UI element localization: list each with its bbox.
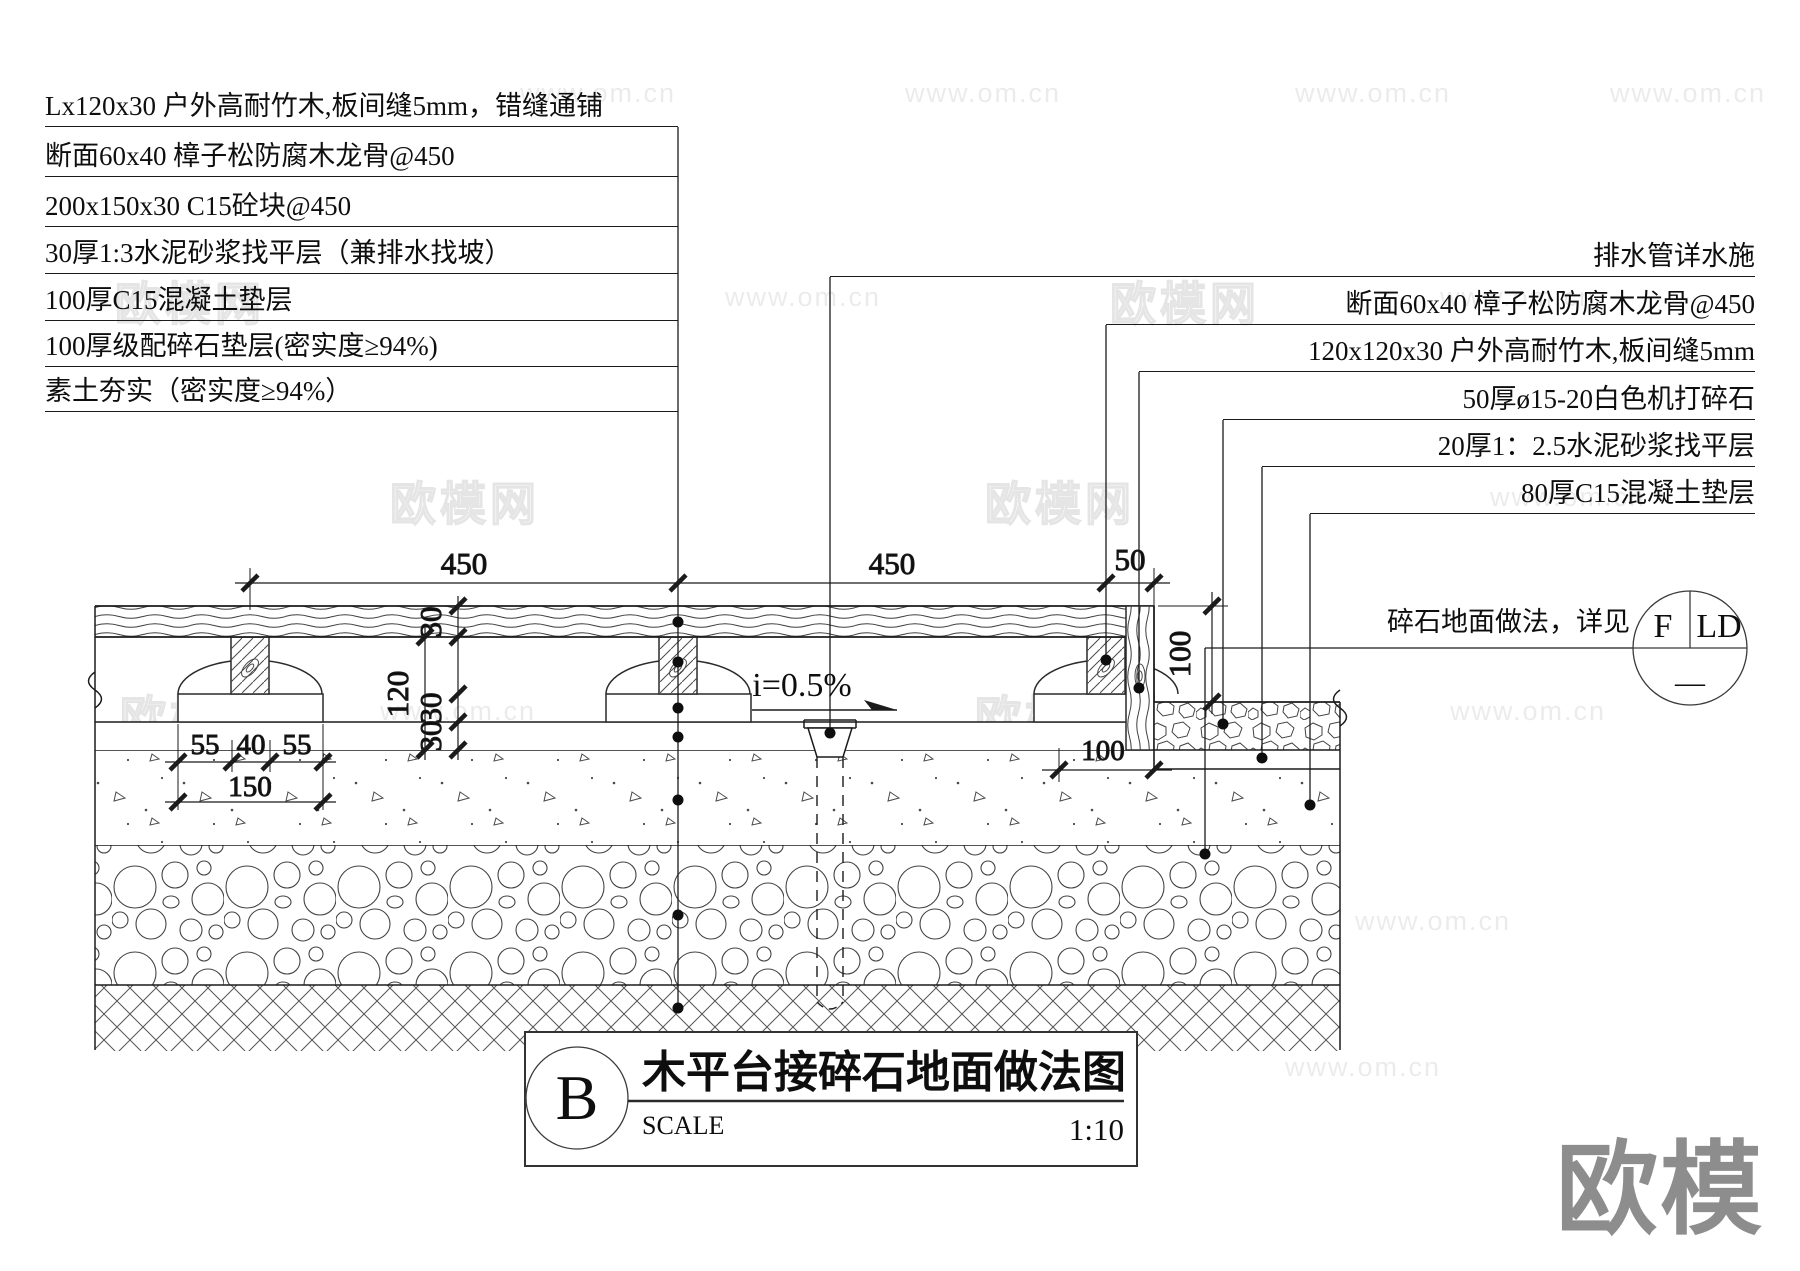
dim-30-board: 30 — [413, 607, 448, 638]
dim-100-drop: 100 — [1162, 631, 1197, 678]
gravel-base-layer — [95, 844, 1340, 986]
callout-concrete: 100厚C15混凝土垫层 — [45, 281, 678, 321]
title-block: B 木平台接碎石地面做法图 SCALE 1:10 — [524, 1031, 1138, 1167]
detail-mark-letter: B — [556, 1062, 599, 1133]
dim-40: 40 — [237, 729, 266, 761]
callout-pavement-concrete: 80厚C15混凝土垫层 — [1310, 474, 1755, 514]
dimension-edge-100: 100 — [1042, 735, 1172, 782]
break-mark — [1332, 689, 1348, 727]
dim-150: 150 — [228, 771, 272, 803]
callout-drain-pipe: 排水管详水施 — [830, 237, 1755, 277]
detail-ref-dash: — — [1674, 666, 1706, 699]
callout-screed: 30厚1:3水泥砂浆找平层（兼排水找坡） — [45, 234, 678, 274]
callout-fascia-board: 120x120x30 户外高耐竹木,板间缝5mm — [1139, 332, 1755, 372]
detail-ref-f: F — [1654, 608, 1673, 645]
callout-deck-board: Lx120x30 户外高耐竹木,板间缝5mm，错缝通铺 — [45, 87, 678, 127]
detail-ref-circle: F LD — — [1632, 590, 1748, 706]
dim-30-block: 30 — [413, 693, 448, 724]
callout-white-gravel: 50厚ø15-20白色机打碎石 — [1223, 380, 1755, 420]
fascia-board — [1125, 605, 1155, 751]
drawing-title: 木平台接碎石地面做法图 — [642, 1048, 1126, 1097]
detail-mark-circle — [525, 1046, 629, 1150]
slope-annotation: i=0.5% — [752, 667, 897, 711]
leader-lines — [677, 127, 1633, 1008]
dimension-thickness: 120 30 30 30 — [380, 596, 468, 760]
dim-120: 120 — [380, 671, 415, 718]
drain-pipe — [803, 719, 857, 1010]
deck-boards — [95, 605, 1154, 638]
callout-edge-joist: 断面60x40 樟子松防腐木龙骨@450 — [1106, 285, 1755, 325]
joist-section — [230, 636, 270, 695]
leader-dots — [672, 616, 1316, 1014]
dimension-drop-100: 100 — [1158, 592, 1228, 714]
dimension-block: 55 40 55 150 — [165, 724, 336, 812]
callout-compacted-soil: 素土夯实（密实度≥94%） — [45, 372, 678, 412]
callout-joist: 断面60x40 樟子松防腐木龙骨@450 — [45, 137, 678, 177]
callout-gravel-detail-ref: 碎石地面做法，详见 — [1387, 606, 1630, 637]
callout-block: 200x150x30 C15砼块@450 — [45, 187, 678, 227]
dim-55a: 55 — [191, 729, 220, 761]
dim-30-screed: 30 — [413, 721, 448, 752]
dim-span-a: 450 — [441, 546, 488, 581]
callout-gravel-base: 100厚级配碎石垫层(密实度≥94%) — [45, 327, 678, 367]
callout-pavement-screed: 20厚1：2.5水泥砂浆找平层 — [1262, 427, 1755, 467]
detail-ref-ld: LD — [1696, 608, 1741, 645]
scale-label: SCALE — [642, 1111, 724, 1140]
screed-layer — [95, 721, 1154, 750]
brand-logo: 欧模网 — [1556, 1133, 1764, 1247]
scale-value: 1:10 — [1069, 1112, 1124, 1147]
dim-55b: 55 — [283, 729, 312, 761]
dimension-top-spans: 450 450 50 — [235, 542, 1170, 610]
dim-100-edge: 100 — [1081, 735, 1125, 767]
slope-arrow-icon — [864, 700, 897, 710]
dim-span-b: 450 — [869, 546, 916, 581]
section-edge-lines — [87, 606, 1348, 1050]
break-mark — [87, 671, 103, 709]
slope-text: i=0.5% — [752, 667, 851, 704]
dim-edge-50: 50 — [1115, 542, 1146, 577]
